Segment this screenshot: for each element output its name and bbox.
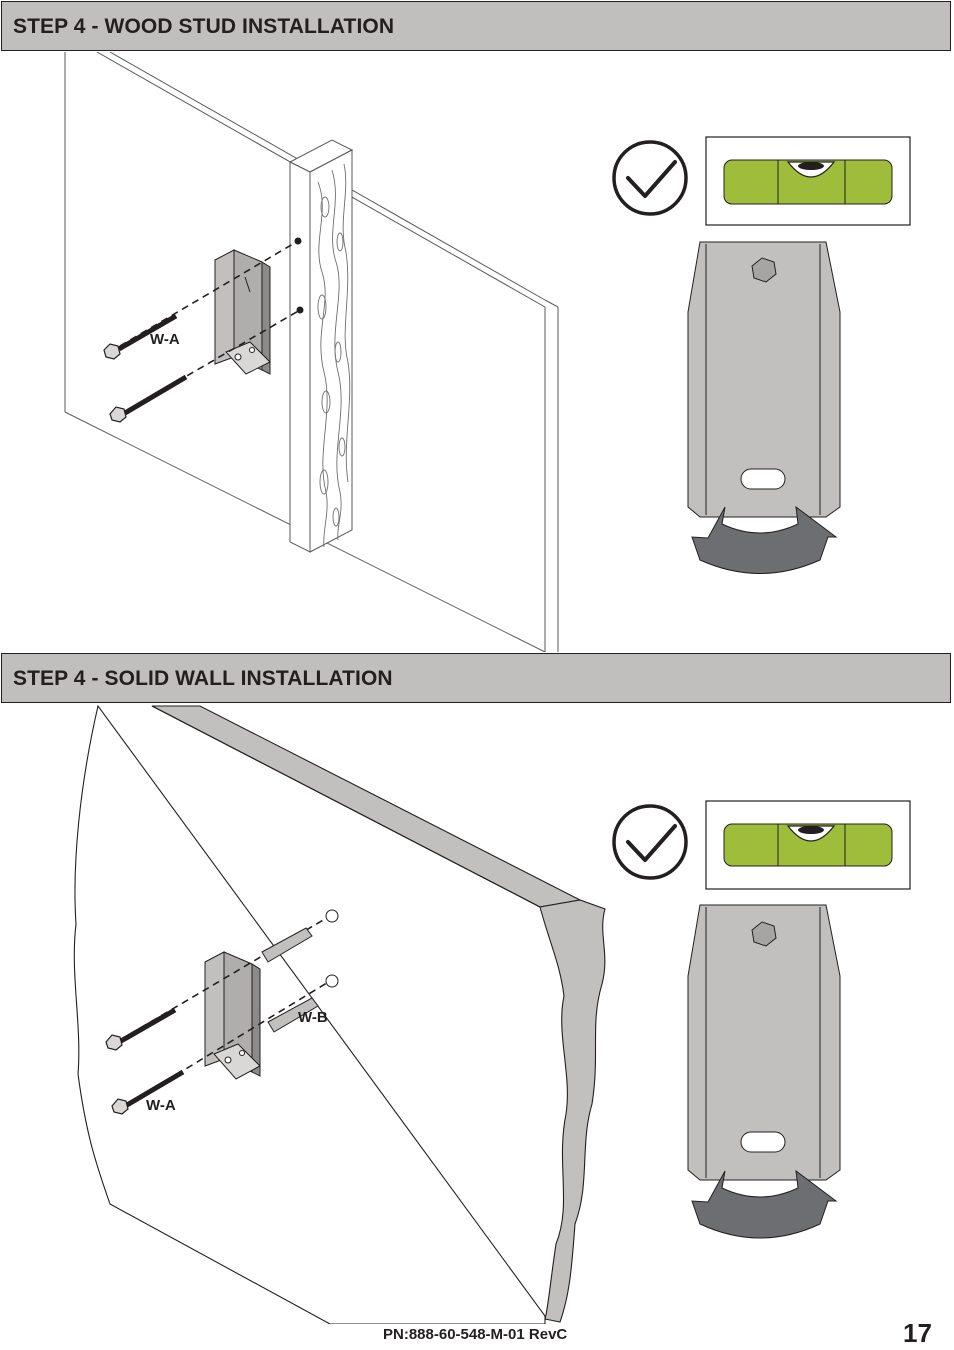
bracket-front-icon — [687, 241, 841, 518]
bracket-icon — [214, 249, 271, 375]
step-title: STEP 4 - WOOD STUD INSTALLATION — [13, 15, 395, 38]
screw-label: W-A — [146, 1097, 176, 1114]
rotate-arrow-icon — [691, 1169, 838, 1239]
checkmark-icon — [612, 804, 688, 880]
lag-screws — [103, 237, 304, 423]
level-icon — [705, 800, 911, 890]
screws-and-anchors — [105, 909, 339, 1115]
wood-stud-illustration: W-A — [64, 52, 911, 652]
solid-wall — [73, 704, 606, 1324]
part-number: PN:888-60-548-M-01 RevC — [383, 1326, 568, 1343]
rotate-arrow-icon — [691, 505, 838, 574]
screw-label: W-A — [150, 331, 180, 348]
level-icon — [705, 136, 911, 226]
bracket-icon — [204, 951, 261, 1080]
checkmark-icon — [612, 140, 688, 216]
solid-wall-illustration: W-A W-B — [73, 704, 911, 1324]
page-number: 17 — [903, 1318, 932, 1348]
bracket-front-icon — [687, 904, 841, 1181]
wood-stud — [288, 139, 354, 553]
step-header-solid-wall: STEP 4 - SOLID WALL INSTALLATION — [1, 653, 951, 703]
step-header-wood-stud: STEP 4 - WOOD STUD INSTALLATION — [1, 1, 951, 51]
anchor-label: W-B — [298, 1009, 328, 1026]
step-title: STEP 4 - SOLID WALL INSTALLATION — [13, 667, 393, 690]
